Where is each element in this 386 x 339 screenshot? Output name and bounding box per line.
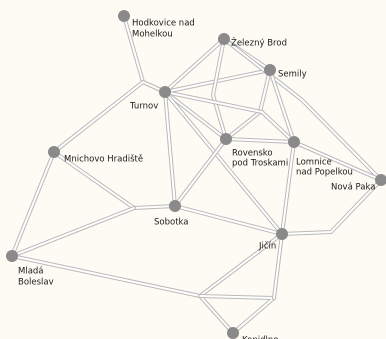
road-zelezny-brod-rovensko — [212, 38, 227, 140]
city-label-jicin: Jičín — [258, 241, 276, 252]
city-label-lomnice: nad Popelkou — [296, 168, 353, 178]
city-dot-mnichovo-hradiste[interactable] — [48, 146, 60, 158]
city-dot-zelezny-brod[interactable] — [218, 33, 230, 45]
city-label-rovensko: pod Troskami — [232, 159, 288, 169]
road-jicin-kopidlno — [273, 233, 283, 299]
road-turnov-rovensko — [164, 91, 227, 140]
city-label-hodkovice: Mohelkou — [132, 30, 173, 40]
road-turnov-zelezny-brod — [164, 38, 225, 93]
city-label-kopidlno: Kopidlno — [242, 336, 278, 339]
city-label-semily: Semily — [278, 70, 307, 80]
city-label-lomnice: Lomnice — [296, 158, 332, 168]
city-mnichovo-hradiste[interactable]: Mnichovo Hradiště — [48, 146, 143, 165]
city-dot-jicin[interactable] — [276, 228, 288, 240]
road-rovensko-sobotka — [174, 138, 227, 207]
road-jicin-nova-paka — [281, 179, 382, 235]
road-hub-kopidlno-east-casing — [198, 294, 276, 335]
road-semily-lomnice — [269, 69, 295, 143]
road-turnov-lomnice — [164, 91, 295, 143]
city-turnov[interactable]: Turnov — [129, 86, 171, 112]
road-mnichovo-hradiste-mlada-boleslav — [11, 151, 55, 257]
city-dot-sobotka[interactable] — [169, 200, 181, 212]
city-label-nova-paka: Nová Paka — [331, 183, 375, 193]
city-sobotka[interactable]: Sobotka — [154, 200, 189, 228]
city-dot-mlada-boleslav[interactable] — [6, 250, 18, 262]
city-label-turnov: Turnov — [129, 102, 158, 112]
city-jicin[interactable]: Jičín — [258, 228, 288, 252]
city-label-zelezny-brod: Železný Brod — [231, 37, 287, 49]
city-label-mnichovo-hradiste: Mnichovo Hradiště — [64, 154, 143, 165]
city-label-rovensko: Rovensko — [232, 149, 273, 159]
city-dot-turnov[interactable] — [159, 86, 171, 98]
city-label-mlada-boleslav: Mladá — [18, 267, 44, 277]
road-turnov-jicin — [164, 91, 283, 235]
city-dot-rovensko[interactable] — [220, 133, 232, 145]
city-label-mlada-boleslav: Boleslav — [18, 278, 54, 288]
city-dot-semily[interactable] — [264, 64, 276, 76]
road-turnov-sobotka — [164, 91, 176, 207]
city-dot-kopidlno[interactable] — [227, 327, 239, 339]
road-lomnice-nova-paka — [293, 141, 382, 181]
city-kopidlno[interactable]: Kopidlno — [227, 327, 278, 339]
road-turnov-mnichovo-hradiste — [53, 81, 166, 153]
city-label-sobotka: Sobotka — [154, 218, 189, 228]
city-dot-lomnice[interactable] — [288, 136, 300, 148]
road-network — [10, 14, 383, 335]
city-zelezny-brod[interactable]: Železný Brod — [218, 33, 287, 49]
road-hub-kopidlno — [199, 295, 234, 334]
road-sobotka-jicin — [174, 205, 283, 235]
road-mlada-boleslav-hub — [11, 207, 135, 257]
road-rovensko-lomnice — [225, 138, 295, 143]
city-dot-hodkovice[interactable] — [118, 10, 130, 22]
road-turnov-mnichovo-hradiste-casing — [52, 80, 167, 154]
road-zelezny-brod-nova-paka — [223, 38, 382, 181]
city-label-hodkovice: Hodkovice nad — [132, 19, 195, 29]
city-nova-paka[interactable]: Nová Paka — [331, 174, 386, 193]
road-lomnice-jicin — [281, 141, 295, 235]
city-semily[interactable]: Semily — [264, 64, 307, 80]
city-dot-nova-paka[interactable] — [375, 174, 386, 186]
